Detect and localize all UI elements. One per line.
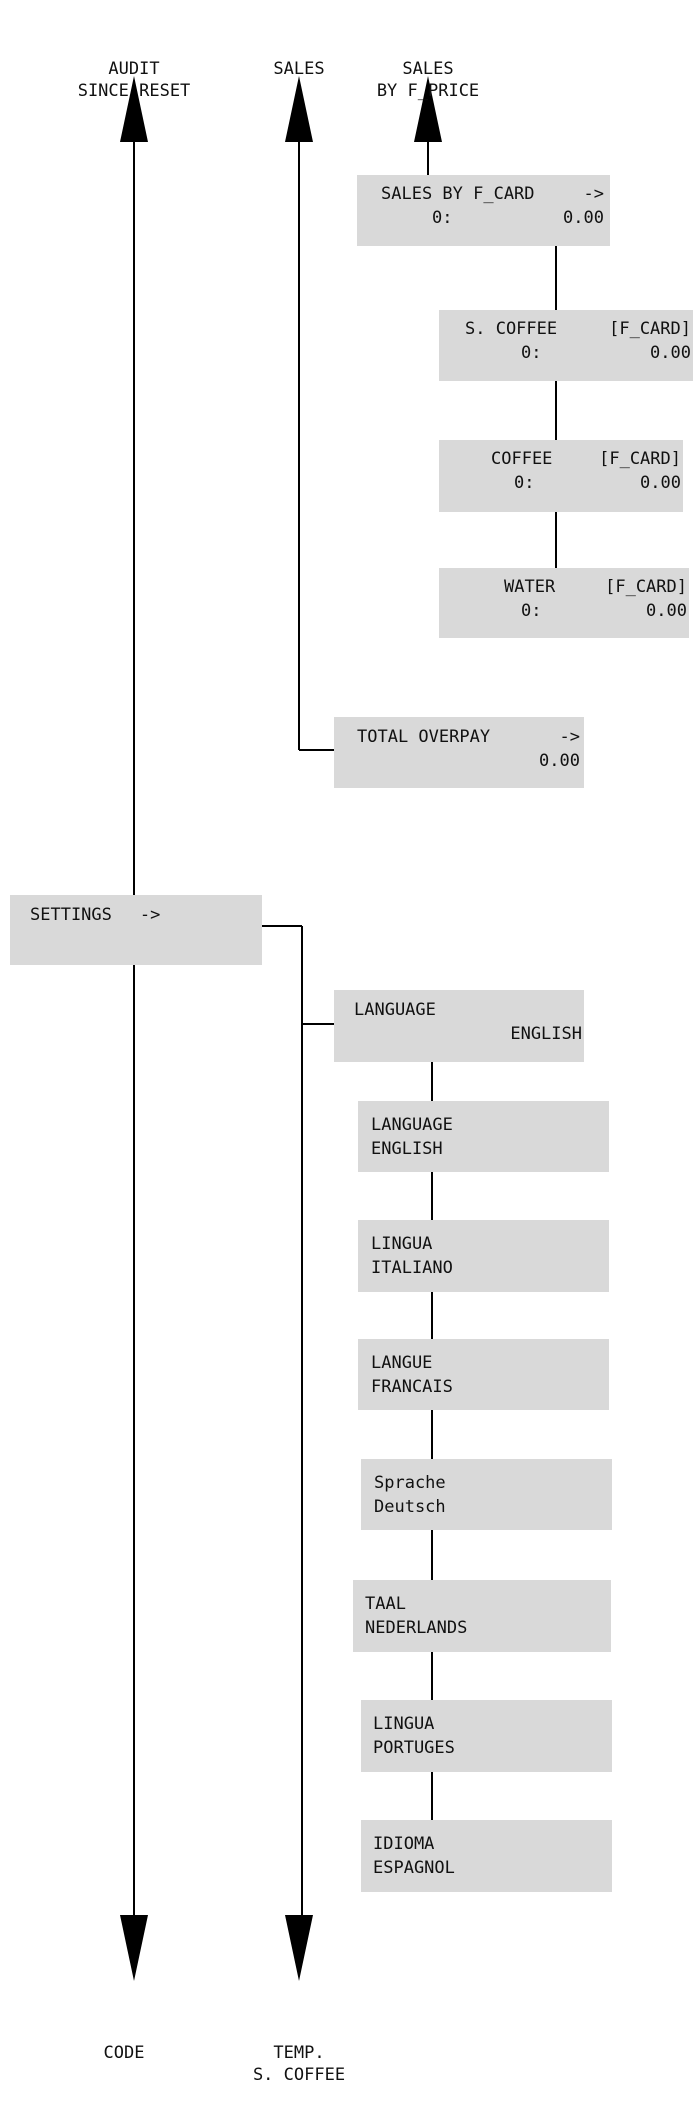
language-option-value: ENGLISH — [371, 1139, 443, 1159]
language-option-value: FRANCAIS — [371, 1377, 453, 1397]
diagram-connectors — [120, 76, 557, 1981]
language-option-value: PORTUGES — [373, 1738, 455, 1758]
language-header-value: ENGLISH — [510, 1024, 582, 1044]
language-option-title: Sprache — [374, 1473, 446, 1493]
language-option-title: LINGUA — [371, 1234, 433, 1254]
total-overpay-title: TOTAL OVERPAY — [357, 727, 491, 747]
water-card-box[interactable]: WATER [F_CARD] 0: 0.00 — [439, 568, 689, 638]
sales-by-card-count: 0: — [432, 208, 453, 228]
language-option-title: LINGUA — [373, 1714, 435, 1734]
language-option-english[interactable]: LANGUAGE ENGLISH — [358, 1101, 609, 1172]
water-card-count: 0: — [521, 601, 542, 621]
language-option-title: LANGUE — [371, 1353, 433, 1373]
language-header-box[interactable]: LANGUAGE ENGLISH — [334, 990, 584, 1062]
language-option-title: TAAL — [365, 1594, 406, 1614]
language-option-value: Deutsch — [374, 1497, 446, 1517]
sales-by-card-amount: 0.00 — [563, 208, 604, 228]
sales-by-card-arrow: -> — [583, 184, 604, 204]
code-label: CODE — [103, 2043, 145, 2063]
sales-by-card-box[interactable]: SALES BY F_CARD -> 0: 0.00 — [357, 175, 610, 246]
coffee-card-amount: 0.00 — [640, 473, 681, 493]
total-overpay-box[interactable]: TOTAL OVERPAY -> 0.00 — [334, 717, 584, 788]
coffee-card-box[interactable]: COFFEE [F_CARD] 0: 0.00 — [439, 440, 683, 512]
water-card-tag: [F_CARD] — [605, 577, 687, 597]
s-coffee-card-tag: [F_CARD] — [609, 319, 691, 339]
settings-arrow: -> — [139, 905, 161, 925]
language-option-value: ESPAGNOL — [373, 1858, 455, 1878]
language-option-title: LANGUAGE — [371, 1115, 453, 1135]
coffee-card-name: COFFEE — [491, 449, 553, 469]
coffee-card-count: 0: — [514, 473, 535, 493]
language-option-value: ITALIANO — [371, 1258, 453, 1278]
language-option-portuges[interactable]: LINGUA PORTUGES — [361, 1700, 612, 1772]
total-overpay-amount: 0.00 — [539, 751, 580, 771]
total-overpay-arrow: -> — [559, 727, 580, 747]
s-coffee-card-count: 0: — [521, 343, 542, 363]
coffee-card-tag: [F_CARD] — [599, 449, 681, 469]
s-coffee-card-amount: 0.00 — [650, 343, 691, 363]
language-header-title: LANGUAGE — [354, 1000, 436, 1020]
language-option-title: IDIOMA — [373, 1834, 435, 1854]
temp-s-coffee-label: TEMP.S. COFFEE — [252, 2043, 346, 2085]
s-coffee-card-name: S. COFFEE — [465, 319, 558, 339]
language-option-espagnol[interactable]: IDIOMA ESPAGNOL — [361, 1820, 612, 1892]
language-option-italiano[interactable]: LINGUA ITALIANO — [358, 1220, 609, 1292]
water-card-amount: 0.00 — [646, 601, 687, 621]
sales-label: SALES — [273, 59, 325, 79]
language-option-value: NEDERLANDS — [365, 1618, 468, 1638]
water-card-name: WATER — [504, 577, 556, 597]
s-coffee-card-box[interactable]: S. COFFEE [F_CARD] 0: 0.00 — [439, 310, 693, 381]
language-option-francais[interactable]: LANGUE FRANCAIS — [358, 1339, 609, 1410]
settings-box[interactable]: SETTINGS -> — [10, 895, 262, 965]
language-option-deutsch[interactable]: Sprache Deutsch — [361, 1459, 612, 1530]
sales-by-card-title: SALES BY F_CARD — [381, 184, 535, 204]
settings-title: SETTINGS — [30, 905, 112, 925]
language-option-nederlands[interactable]: TAAL NEDERLANDS — [353, 1580, 611, 1652]
